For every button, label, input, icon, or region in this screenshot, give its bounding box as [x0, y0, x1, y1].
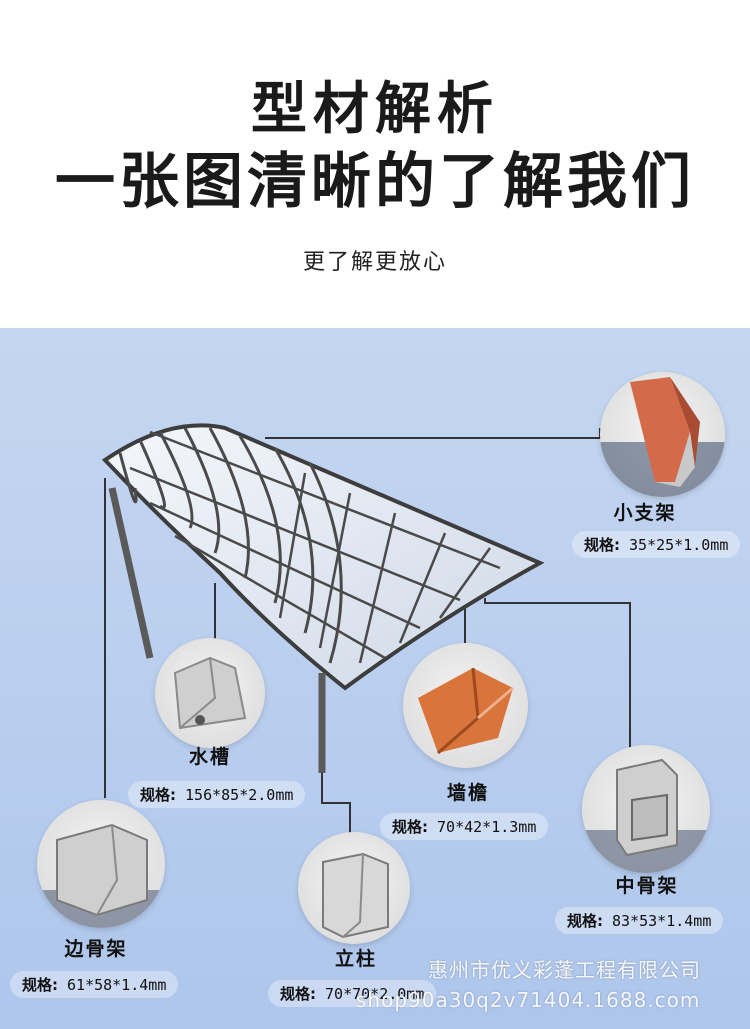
xiaozhijia-spec-prefix: 规格:	[584, 536, 620, 554]
watermark-url: shop90a30q2v71404.1688.com	[356, 988, 701, 1012]
shuicao-spec-value: 156*85*2.0mm	[185, 786, 294, 804]
page-subtitle: 更了解更放心	[302, 250, 447, 275]
page-title-line2: 一张图清晰的了解我们	[55, 147, 695, 217]
qiangyan-spec-prefix: 规格:	[392, 818, 428, 836]
zhonggujia-spec-prefix: 规格:	[567, 912, 603, 930]
biangujia-bubble	[37, 800, 165, 928]
shuicao-spec-prefix: 规格:	[140, 786, 176, 804]
qiangyan-profile-icon	[418, 667, 514, 755]
header-section: 型材解析 一张图清晰的了解我们 更了解更放心	[0, 0, 750, 328]
zhonggujia-spec: 规格: 83*53*1.4mm	[555, 907, 724, 934]
xiaozhijia-bubble	[600, 372, 725, 497]
lizhu-label: 立柱	[334, 948, 377, 970]
shuicao-label: 水槽	[188, 746, 231, 768]
xiaozhijia-spec: 规格: 35*25*1.0mm	[572, 531, 741, 558]
lizhu-spec-prefix: 规格:	[280, 985, 316, 1003]
qiangyan-bubble	[403, 643, 528, 768]
zhonggujia-profile-icon	[582, 758, 710, 873]
page-title-line1: 型材解析	[251, 77, 499, 142]
xiaozhijia-profile-icon	[600, 377, 725, 497]
zhonggujia-bubble	[582, 745, 710, 873]
biangujia-profile-icon	[37, 823, 165, 928]
canopy-posts	[108, 487, 326, 773]
lizhu-spec-value: 70*70*2.0mm	[325, 985, 425, 1003]
lizhu-spec: 规格: 70*70*2.0mm	[268, 980, 437, 1007]
qiangyan-spec-value: 70*42*1.3mm	[437, 818, 537, 836]
watermark-company: 惠州市优义彩蓬工程有限公司	[428, 958, 701, 982]
biangujia-label: 边骨架	[64, 938, 128, 960]
zhonggujia-spec-value: 83*53*1.4mm	[612, 912, 712, 930]
biangujia-spec-prefix: 规格:	[22, 976, 58, 994]
biangujia-spec: 规格: 61*58*1.4mm	[10, 971, 179, 998]
xiaozhijia-label: 小支架	[613, 502, 677, 524]
shuicao-bubble	[155, 638, 265, 748]
qiangyan-label: 墙檐	[446, 782, 489, 804]
shuicao-spec: 规格: 156*85*2.0mm	[128, 781, 306, 808]
qiangyan-spec: 规格: 70*42*1.3mm	[380, 813, 549, 840]
biangujia-spec-value: 61*58*1.4mm	[67, 976, 167, 994]
lizhu-profile-icon	[322, 852, 389, 939]
lizhu-bubble	[298, 832, 410, 944]
shuicao-profile-icon	[173, 656, 247, 730]
xiaozhijia-spec-value: 35*25*1.0mm	[629, 536, 729, 554]
zhonggujia-label: 中骨架	[615, 875, 679, 897]
roof-grid	[129, 430, 501, 664]
canopy-illustration	[101, 423, 631, 833]
